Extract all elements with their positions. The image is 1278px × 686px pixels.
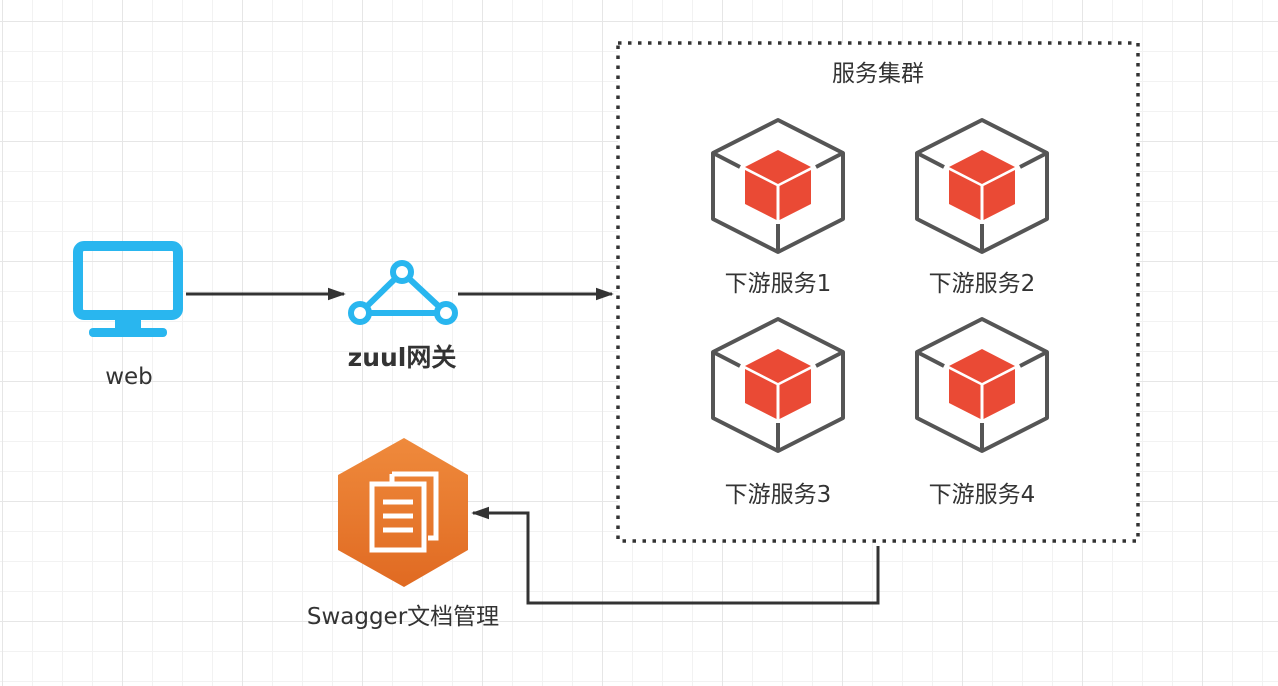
gateway-triangle-icon[interactable] — [348, 260, 458, 325]
web-label: web — [105, 364, 153, 390]
service-label: 下游服务3 — [724, 482, 832, 508]
service-cluster-container[interactable] — [616, 41, 1140, 543]
gateway-label: zuul网关 — [347, 343, 457, 372]
monitor-icon[interactable] — [73, 241, 183, 337]
swagger-label: Swagger文档管理 — [306, 604, 500, 630]
service-label: 下游服务2 — [928, 271, 1036, 297]
service-label: 下游服务1 — [724, 271, 832, 297]
service-label: 下游服务4 — [928, 482, 1036, 508]
edge-cluster-to-swagger — [471, 506, 880, 605]
document-hexagon-icon[interactable] — [338, 438, 468, 587]
cluster-title: 服务集群 — [832, 61, 924, 87]
